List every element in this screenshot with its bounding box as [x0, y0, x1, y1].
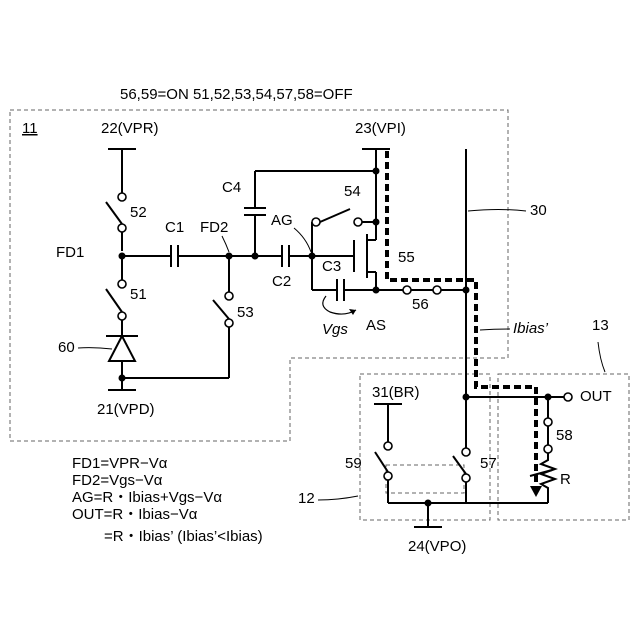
- transistor-label: 55: [398, 249, 415, 266]
- c3-label: C3: [322, 258, 341, 275]
- switch-53-blade: [213, 300, 229, 319]
- junction-bus-vpo: [425, 500, 432, 507]
- line-leader: [468, 210, 526, 212]
- switch-56-left-contact: [403, 286, 411, 294]
- switch-52-label: 52: [130, 204, 147, 221]
- resistor-r: [541, 453, 555, 503]
- ibias-label: Ibias’: [513, 320, 549, 337]
- vpd-label: 21(VPD): [97, 401, 155, 418]
- switch-59-57-inner-outline: [386, 465, 464, 493]
- fd2-leader: [222, 236, 229, 252]
- switch-51-label: 51: [130, 286, 147, 303]
- load-block-leader: [598, 342, 605, 372]
- ibias-leader: [480, 329, 510, 330]
- switch-52-blade: [106, 202, 122, 224]
- fd1-label: FD1: [56, 244, 84, 261]
- pixel-block-label: 11: [22, 120, 38, 137]
- fd2-label: FD2: [200, 219, 228, 236]
- vpi-label: 23(VPI): [355, 120, 406, 137]
- line-label: 30: [530, 202, 547, 219]
- junction-fd2: [226, 253, 233, 260]
- switch-53-label: 53: [237, 304, 254, 321]
- switch-57-top-contact: [462, 448, 470, 456]
- equation-fd1: FD1=VPR−Vα: [72, 455, 168, 472]
- ag-leader: [294, 228, 311, 252]
- equation-out: OUT=R・Ibias−Vα: [72, 506, 198, 523]
- load-block-label: 13: [592, 317, 609, 334]
- switch-53-top-contact: [225, 292, 233, 300]
- switch-52-bottom-contact: [118, 224, 126, 232]
- ag-label: AG: [271, 212, 293, 229]
- junction-vpi-c4: [373, 168, 380, 175]
- junction-source-as: [373, 287, 380, 294]
- switch-51-top-contact: [118, 280, 126, 288]
- switch-51-bottom-contact: [118, 312, 126, 320]
- vpo-label: 24(VPO): [408, 538, 466, 555]
- resistor-label: R: [560, 471, 571, 488]
- c2-label: C2: [272, 273, 291, 290]
- junction-c4: [252, 253, 259, 260]
- output-circuit-leader: [318, 496, 358, 500]
- equation-out-continued: =R・Ibias’ (Ibias’<Ibias): [104, 528, 263, 545]
- switch-53-bottom-contact: [225, 319, 233, 327]
- photodiode-leader: [78, 348, 112, 349]
- switch-54-left-contact: [312, 218, 320, 226]
- switch-54-label: 54: [344, 183, 361, 200]
- vgs-arrowhead: [349, 309, 356, 315]
- switch-59-label: 59: [345, 455, 362, 472]
- c1-label: C1: [165, 219, 184, 236]
- resistor-wiper: [530, 470, 552, 476]
- vpr-label: 22(VPR): [101, 120, 159, 137]
- switch-54-blade: [320, 209, 350, 222]
- ibias-arrowhead: [530, 486, 542, 497]
- c4-label: C4: [222, 179, 241, 196]
- switch-58-label: 58: [556, 427, 573, 444]
- junction-line-56: [463, 287, 470, 294]
- junction-drain-sw54: [373, 219, 380, 226]
- switch-52-top-contact: [118, 193, 126, 201]
- switch-56-right-contact: [433, 286, 441, 294]
- switch-59-top-contact: [384, 442, 392, 450]
- junction-line-out: [463, 394, 470, 401]
- switch-58-bottom-contact: [544, 445, 552, 453]
- junction-ag: [309, 253, 316, 260]
- equation-ag: AG=R・Ibias+Vgs−Vα: [72, 489, 222, 506]
- switch-51-blade: [106, 289, 122, 312]
- switch-56-label: 56: [412, 296, 429, 313]
- output-circuit-label: 12: [298, 490, 315, 507]
- junction-vpd: [119, 375, 126, 382]
- photodiode-60: [109, 336, 135, 361]
- switch-state-line: 56,59=ON 51,52,53,54,57,58=OFF: [120, 86, 353, 103]
- junction-out-58: [545, 394, 552, 401]
- switch-58-top-contact: [544, 418, 552, 426]
- out-terminal: [564, 393, 572, 401]
- switch-57-bottom-contact: [462, 474, 470, 482]
- switch-59-blade: [375, 452, 388, 472]
- photodiode-label: 60: [58, 339, 75, 356]
- pixel-block-outline: [10, 110, 508, 441]
- switch-54-right-contact: [354, 218, 362, 226]
- as-label: AS: [366, 317, 386, 334]
- switch-59-bottom-contact: [384, 472, 392, 480]
- switch-57-label: 57: [480, 455, 497, 472]
- br-label: 31(BR): [372, 384, 420, 401]
- vgs-label: Vgs: [322, 321, 348, 338]
- out-label: OUT: [580, 388, 612, 405]
- equation-fd2: FD2=Vgs−Vα: [72, 472, 163, 489]
- junction-fd1: [119, 253, 126, 260]
